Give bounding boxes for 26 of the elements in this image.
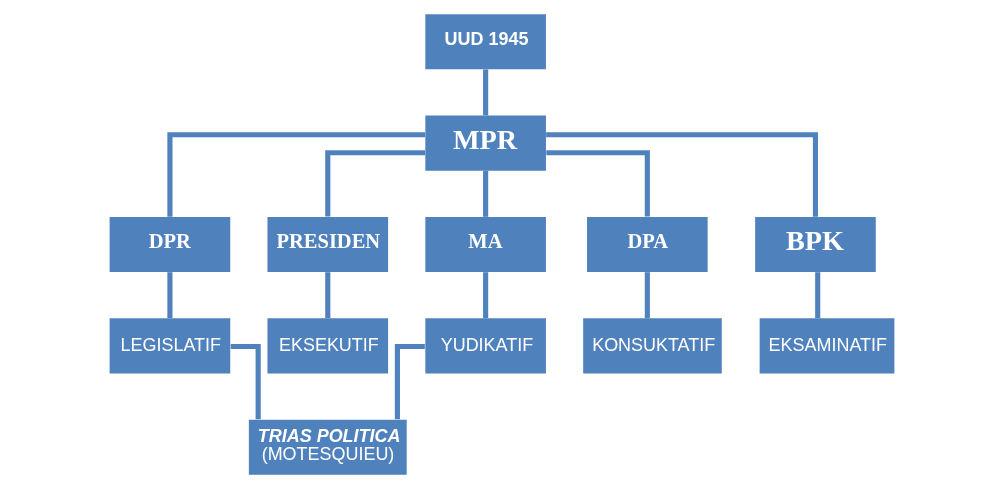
connector xyxy=(545,131,818,217)
node-box: EKSEKUTIF xyxy=(266,317,388,373)
connector xyxy=(482,68,488,115)
connector xyxy=(482,170,488,217)
node-box: DPR xyxy=(109,216,230,272)
node-box: PRESIDEN xyxy=(266,216,388,272)
connector xyxy=(814,271,820,318)
node-box: UUD 1945 xyxy=(424,13,546,69)
node-box: KONSUKTATIF xyxy=(582,317,722,373)
connector xyxy=(166,271,172,318)
node-box: BPK xyxy=(754,216,876,272)
node-box: TRIAS POLITICA (MOTESQUIEU) xyxy=(248,419,407,475)
node-box: DPA xyxy=(586,216,708,272)
connector xyxy=(324,271,330,318)
connector xyxy=(394,343,425,419)
connector xyxy=(166,131,425,217)
node-box: EKSAMINATIF xyxy=(759,317,894,373)
node-box: MPR xyxy=(424,115,546,171)
connector xyxy=(644,271,650,318)
connector xyxy=(324,149,425,216)
connector xyxy=(545,149,650,216)
node-box: LEGISLATIF xyxy=(109,317,230,373)
connector xyxy=(230,343,261,419)
connector xyxy=(482,271,488,318)
node-box: YUDIKATIF xyxy=(424,317,546,373)
node-box: MA xyxy=(424,216,546,272)
